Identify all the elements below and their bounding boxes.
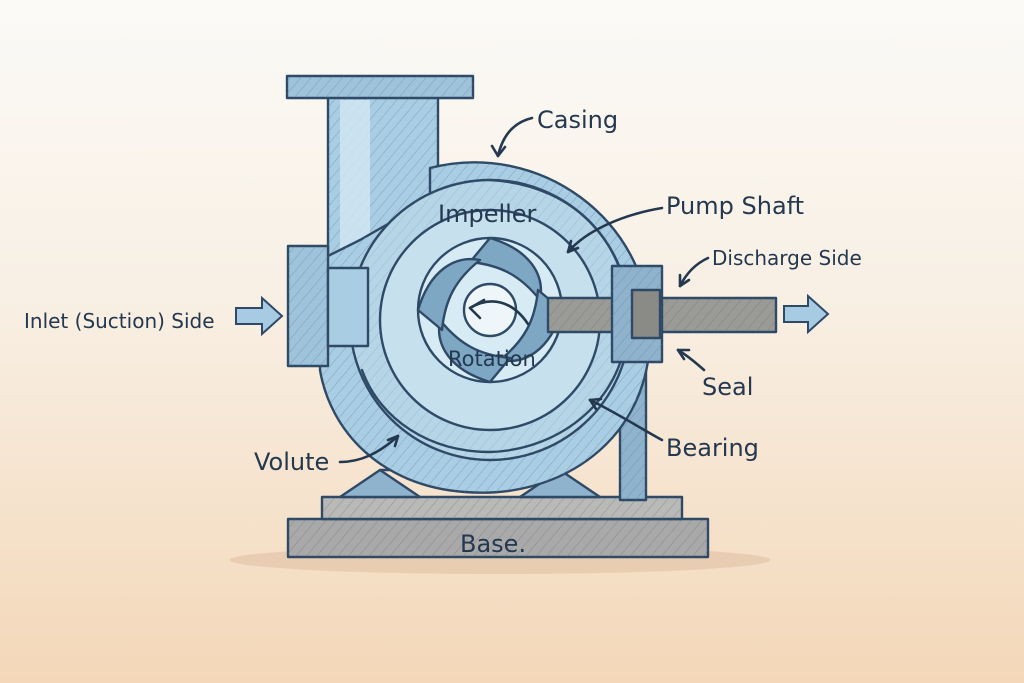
seal-leader-head	[676, 348, 691, 361]
pump-shaft-leader	[566, 206, 664, 254]
inlet-flange	[286, 244, 370, 368]
arrow-right-icon	[235, 295, 284, 337]
inlet-side-label: Inlet (Suction) Side	[24, 309, 215, 333]
rotation-arrowhead	[468, 298, 486, 320]
discharge-leader-head	[678, 273, 691, 288]
base-label: Base.	[460, 530, 526, 558]
discharge-side-label: Discharge Side	[712, 246, 862, 270]
bearing-label: Bearing	[666, 434, 759, 462]
bearing-leader	[588, 398, 664, 442]
impeller-label: Impeller	[438, 200, 537, 228]
volute-leader	[338, 434, 400, 464]
casing-leader-head	[490, 144, 507, 158]
volute-label: Volute	[254, 448, 329, 476]
impeller	[416, 236, 564, 384]
discharge-leader	[678, 256, 710, 288]
base-block	[286, 495, 710, 559]
casing-label: Casing	[537, 106, 618, 134]
volute-leader-head	[386, 434, 400, 448]
arrow-right-icon	[783, 293, 830, 335]
pump-shaft-label: Pump Shaft	[666, 192, 804, 220]
seal-label: Seal	[702, 373, 753, 401]
pump-shaft	[546, 264, 778, 364]
pump-shaft-leader-head	[566, 239, 580, 254]
seal-leader	[676, 348, 706, 372]
rotation-label: Rotation	[448, 347, 536, 371]
bearing-leader-head	[588, 397, 603, 411]
casing-leader	[496, 116, 534, 158]
